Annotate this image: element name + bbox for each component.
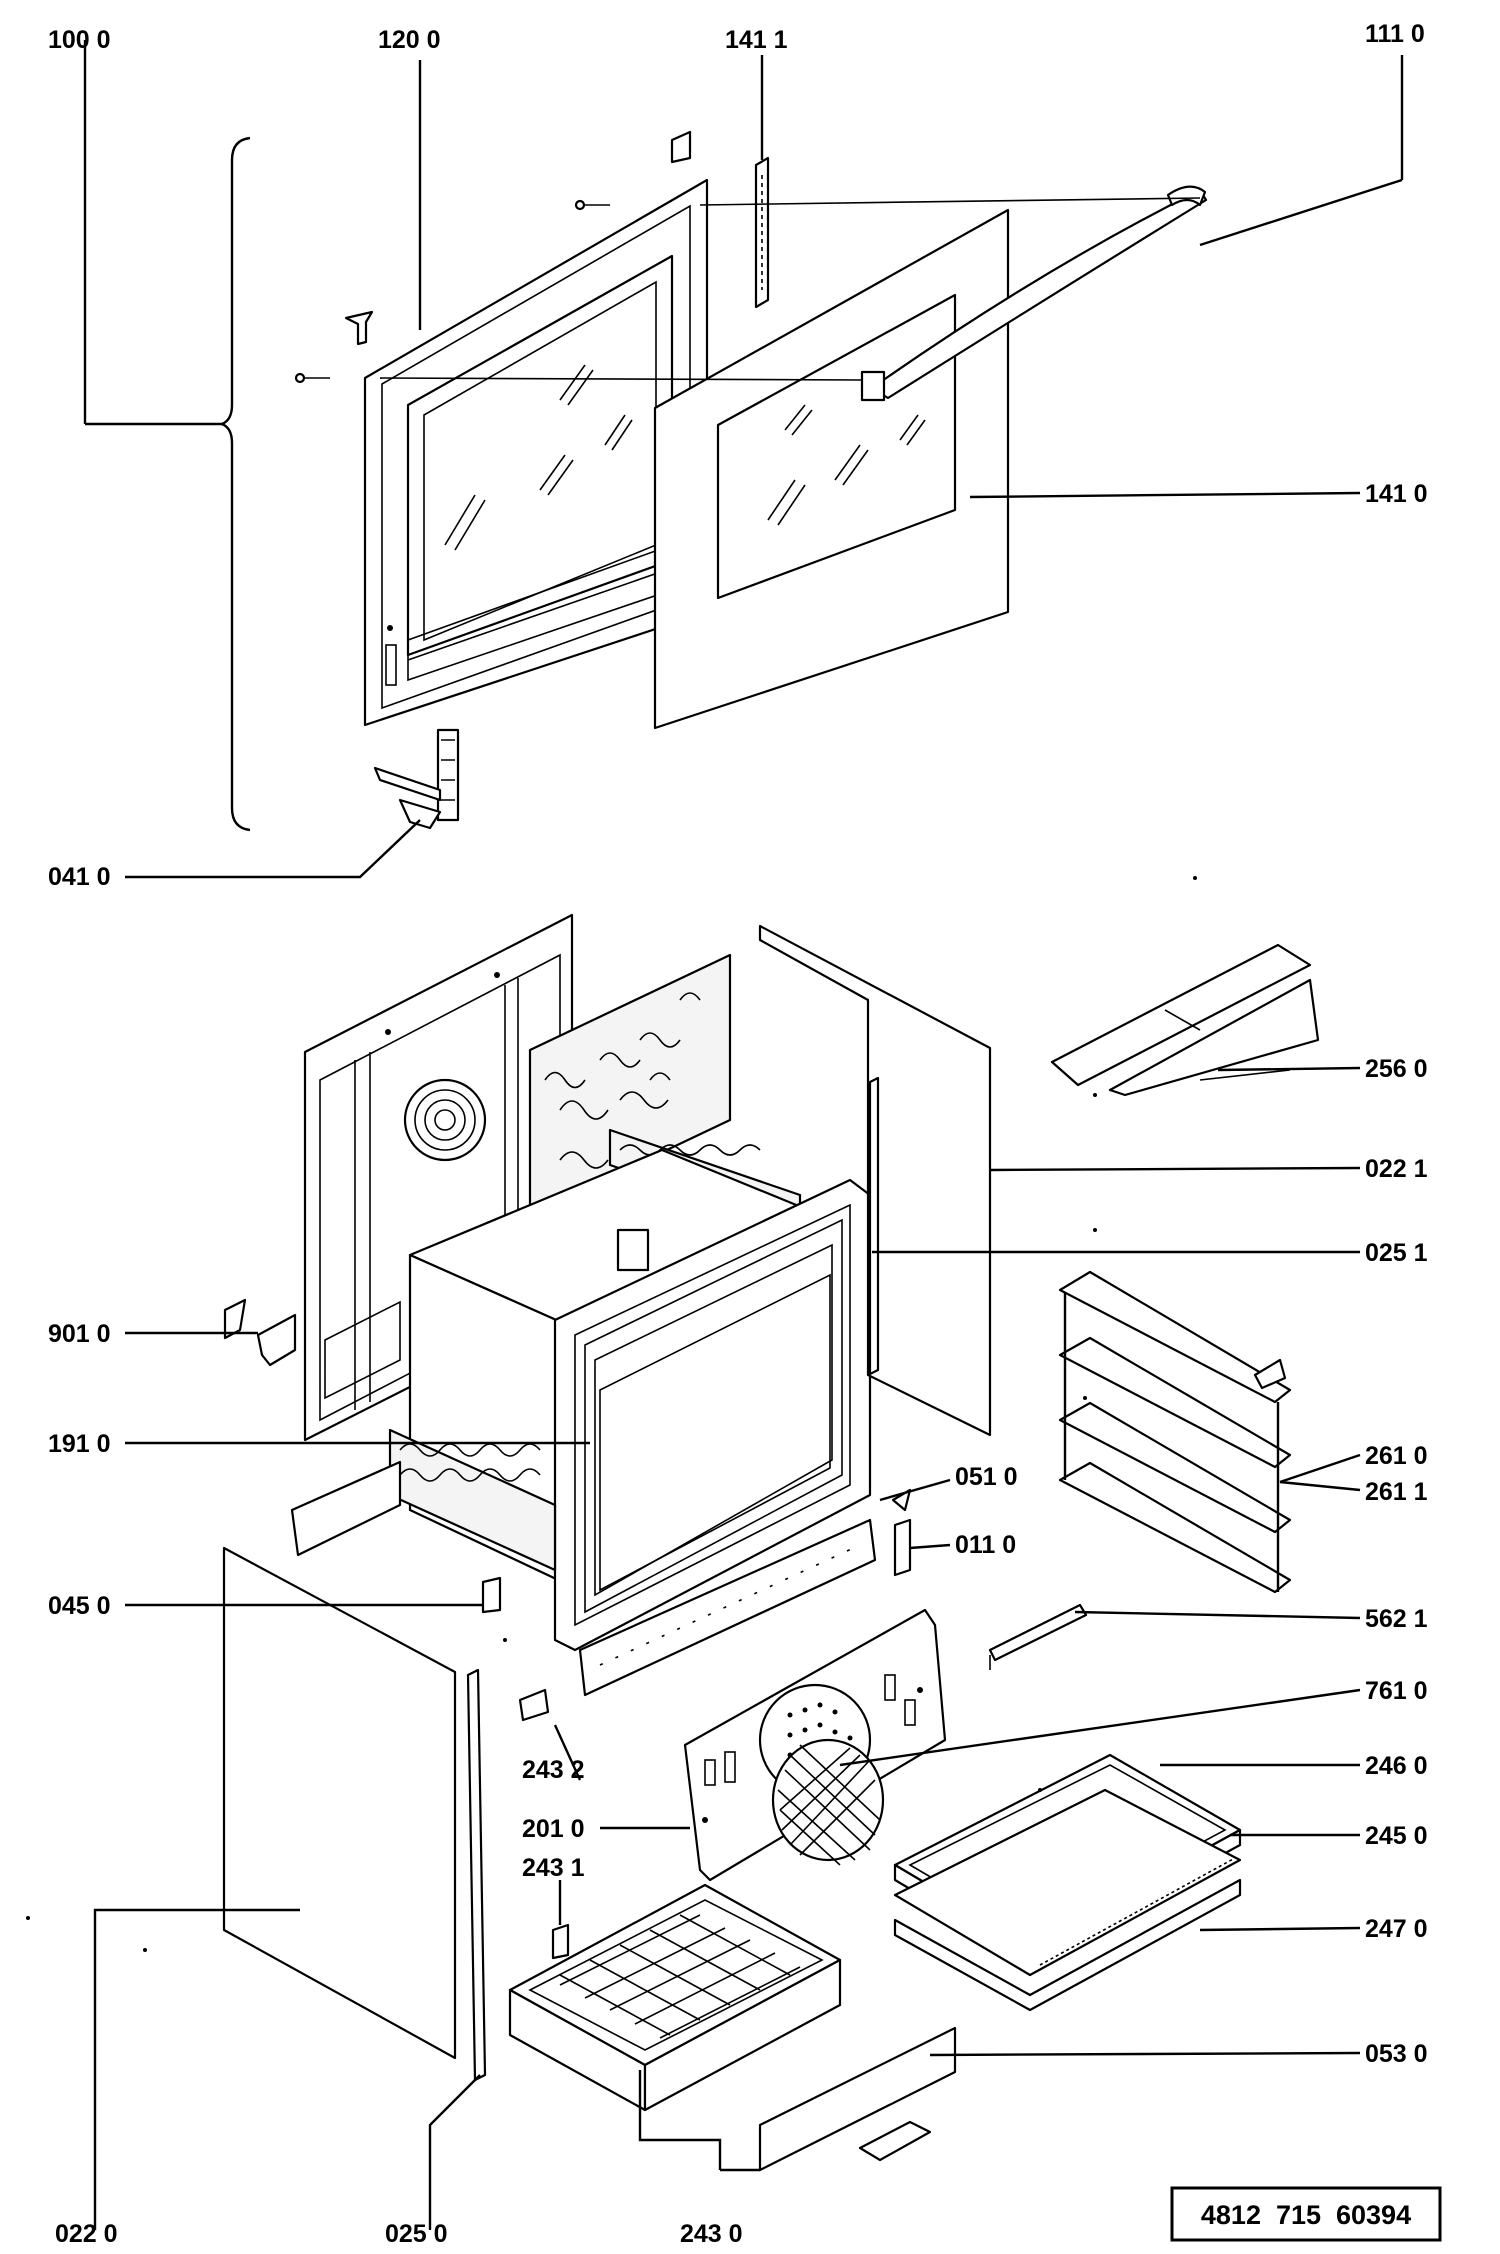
specks	[26, 876, 1197, 1952]
label-243-0: 243 0	[680, 2220, 743, 2248]
label-141-1: 141 1	[725, 26, 788, 54]
label-261-0: 261 0	[1365, 1442, 1428, 1470]
door-seal-strip	[754, 156, 770, 309]
label-243-1: 243 1	[522, 1854, 585, 1882]
clip-901	[256, 1313, 297, 1367]
label-256-0: 256 0	[1365, 1055, 1428, 1083]
side-trim-right	[868, 1076, 880, 1376]
label-261-1: 261 1	[1365, 1478, 1428, 1506]
label-562-1: 562 1	[1365, 1605, 1428, 1633]
door-hinge	[373, 728, 460, 830]
label-111-0: 111 0	[1365, 20, 1425, 48]
side-panel-left	[222, 1546, 457, 2060]
label-011-0: 011 0	[955, 1531, 1016, 1559]
storage-drawer	[508, 1688, 957, 2172]
label-141-0: 141 0	[1365, 480, 1428, 508]
fan-grille	[771, 1738, 885, 1866]
label-025-0: 025 0	[385, 2220, 448, 2248]
label-045-0: 045 0	[48, 1592, 111, 1620]
label-191-0: 191 0	[48, 1430, 111, 1458]
label-041-0: 041 0	[48, 863, 111, 891]
top-cover	[1050, 943, 1320, 1097]
drawer-clip-243-1	[551, 1923, 570, 1960]
label-201-0: 201 0	[522, 1815, 585, 1843]
drawer-front	[758, 2026, 957, 2172]
door-assembly	[83, 40, 1404, 879]
front-rail	[578, 1518, 877, 1697]
document-code: 4812 715 60394	[1201, 2200, 1411, 2230]
clip-045	[481, 1576, 502, 1614]
label-901-0: 901 0	[48, 1320, 111, 1348]
cabinet-assembly	[93, 913, 1361, 2230]
sensor-bracket	[988, 1603, 1088, 1662]
door-handle	[860, 185, 1208, 402]
label-051-0: 051 0	[955, 1463, 1018, 1491]
label-022-1: 022 1	[1365, 1155, 1428, 1183]
label-053-0: 053 0	[1365, 2040, 1428, 2068]
label-761-0: 761 0	[1365, 1677, 1428, 1705]
label-025-1: 025 1	[1365, 1239, 1428, 1267]
side-trim-left	[466, 1668, 487, 2082]
clip-011	[893, 1518, 912, 1577]
shelf-racks	[1058, 1270, 1292, 1594]
label-100-0: 100 0	[48, 26, 111, 54]
baking-trays	[893, 1753, 1242, 2012]
label-247-0: 247 0	[1365, 1915, 1428, 1943]
label-246-0: 246 0	[1365, 1752, 1428, 1780]
label-243-2: 243 2	[522, 1756, 585, 1784]
door-clip-top	[670, 130, 692, 164]
document-code-box: 4812 715 60394	[1170, 2186, 1442, 2242]
label-245-0: 245 0	[1365, 1822, 1428, 1850]
part-labels: 100 0 120 0 141 1 111 0 141 0 041 0 256 …	[48, 20, 1428, 2248]
label-120-0: 120 0	[378, 26, 441, 54]
drawer-clip-243-2	[518, 1688, 550, 1722]
label-022-0: 022 0	[55, 2220, 118, 2248]
door-screw	[344, 310, 374, 346]
